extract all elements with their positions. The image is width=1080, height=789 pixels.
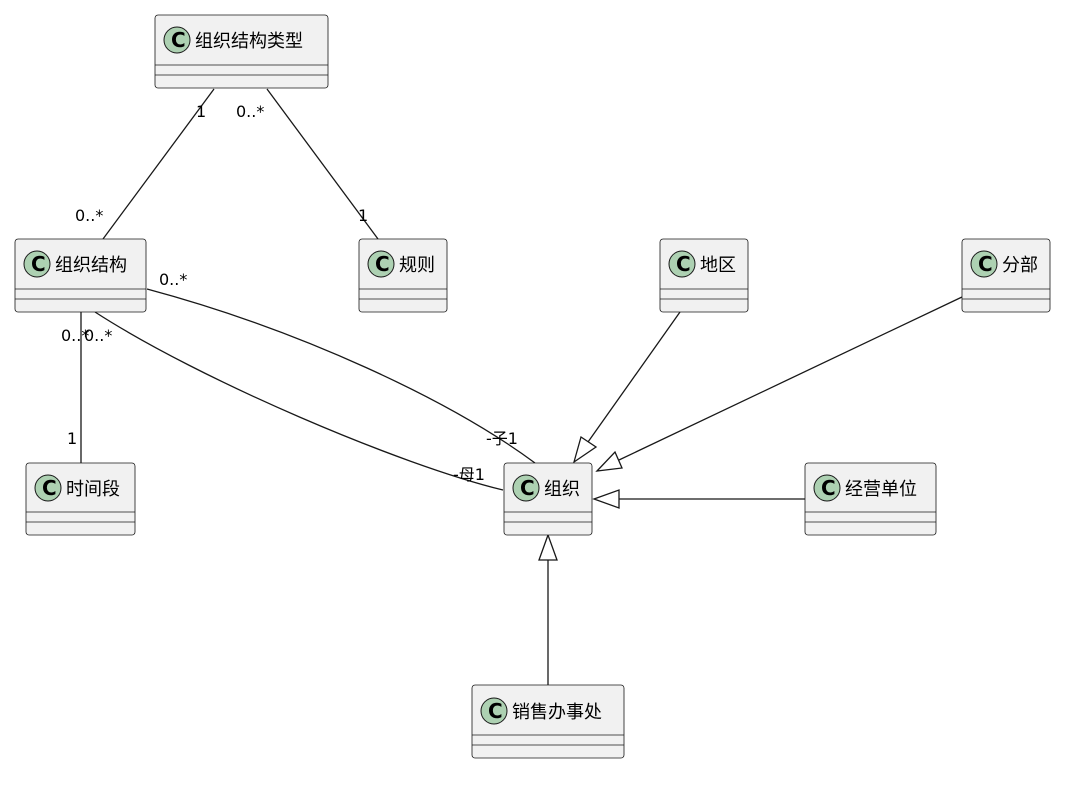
class-region[interactable]: C 地区 bbox=[659, 238, 749, 313]
class-icon: C bbox=[668, 250, 696, 278]
mult-type-rule-top: 0..* bbox=[236, 102, 264, 121]
svg-text:C: C bbox=[978, 252, 993, 276]
class-name: 组织结构 bbox=[55, 255, 127, 276]
svg-text:C: C bbox=[31, 252, 46, 276]
svg-text:C: C bbox=[821, 476, 836, 500]
class-rule[interactable]: C 规则 bbox=[358, 238, 448, 313]
assoc-structure-parent bbox=[94, 311, 504, 491]
svg-text:C: C bbox=[42, 476, 57, 500]
mult-structure-parent-start: 0..* bbox=[84, 326, 112, 345]
svg-text:C: C bbox=[488, 699, 503, 723]
assoc-structure-child bbox=[146, 288, 536, 464]
class-name: 组织 bbox=[544, 479, 580, 500]
mult-structure-time-start: 0..* bbox=[61, 326, 89, 345]
class-icon: C bbox=[163, 26, 191, 54]
class-name: 地区 bbox=[700, 255, 736, 276]
class-icon: C bbox=[34, 474, 62, 502]
class-name: 规则 bbox=[399, 255, 435, 276]
mult-type-structure-top: 1 bbox=[196, 102, 206, 121]
class-name: 时间段 bbox=[66, 479, 120, 500]
gen-division-arrow bbox=[595, 450, 623, 472]
class-division[interactable]: C 分部 bbox=[961, 238, 1051, 313]
class-icon: C bbox=[367, 250, 395, 278]
generalizations bbox=[538, 296, 963, 685]
assoc-type-rule bbox=[266, 88, 379, 240]
svg-text:C: C bbox=[171, 28, 186, 52]
gen-business-arrow bbox=[592, 489, 620, 509]
multiplicity-labels: 1 0..* 0..* 1 0..* 0..* 0..* 1 -子1 -母1 bbox=[61, 102, 518, 484]
class-organization[interactable]: C 组织 bbox=[503, 462, 593, 536]
mult-time-end: 1 bbox=[67, 429, 77, 448]
class-icon: C bbox=[970, 250, 998, 278]
gen-division-line bbox=[618, 296, 963, 461]
mult-type-rule-bottom: 1 bbox=[358, 206, 368, 225]
class-name: 组织结构类型 bbox=[195, 31, 303, 52]
class-time-period[interactable]: C 时间段 bbox=[25, 462, 136, 536]
gen-region-line bbox=[587, 311, 681, 443]
class-business-unit[interactable]: C 经营单位 bbox=[804, 462, 937, 536]
class-name: 销售办事处 bbox=[512, 702, 602, 723]
svg-text:C: C bbox=[375, 252, 390, 276]
class-icon: C bbox=[813, 474, 841, 502]
class-name: 经营单位 bbox=[845, 479, 917, 500]
associations bbox=[80, 88, 536, 491]
mult-parent-end: -母1 bbox=[453, 465, 485, 484]
svg-text:C: C bbox=[676, 252, 691, 276]
class-icon: C bbox=[23, 250, 51, 278]
class-org-structure-type[interactable]: C 组织结构类型 bbox=[154, 14, 329, 89]
class-name: 分部 bbox=[1002, 255, 1038, 276]
gen-sales-arrow bbox=[538, 533, 558, 561]
class-icon: C bbox=[480, 697, 508, 725]
gen-region-arrow bbox=[572, 435, 598, 464]
mult-child-end: -子1 bbox=[486, 429, 518, 448]
class-sales-office[interactable]: C 销售办事处 bbox=[471, 684, 625, 759]
class-icon: C bbox=[512, 474, 540, 502]
mult-structure-child-start: 0..* bbox=[159, 270, 187, 289]
class-org-structure[interactable]: C 组织结构 bbox=[14, 238, 147, 313]
svg-text:C: C bbox=[520, 476, 535, 500]
assoc-type-structure bbox=[102, 88, 215, 240]
mult-type-structure-bottom: 0..* bbox=[75, 206, 103, 225]
